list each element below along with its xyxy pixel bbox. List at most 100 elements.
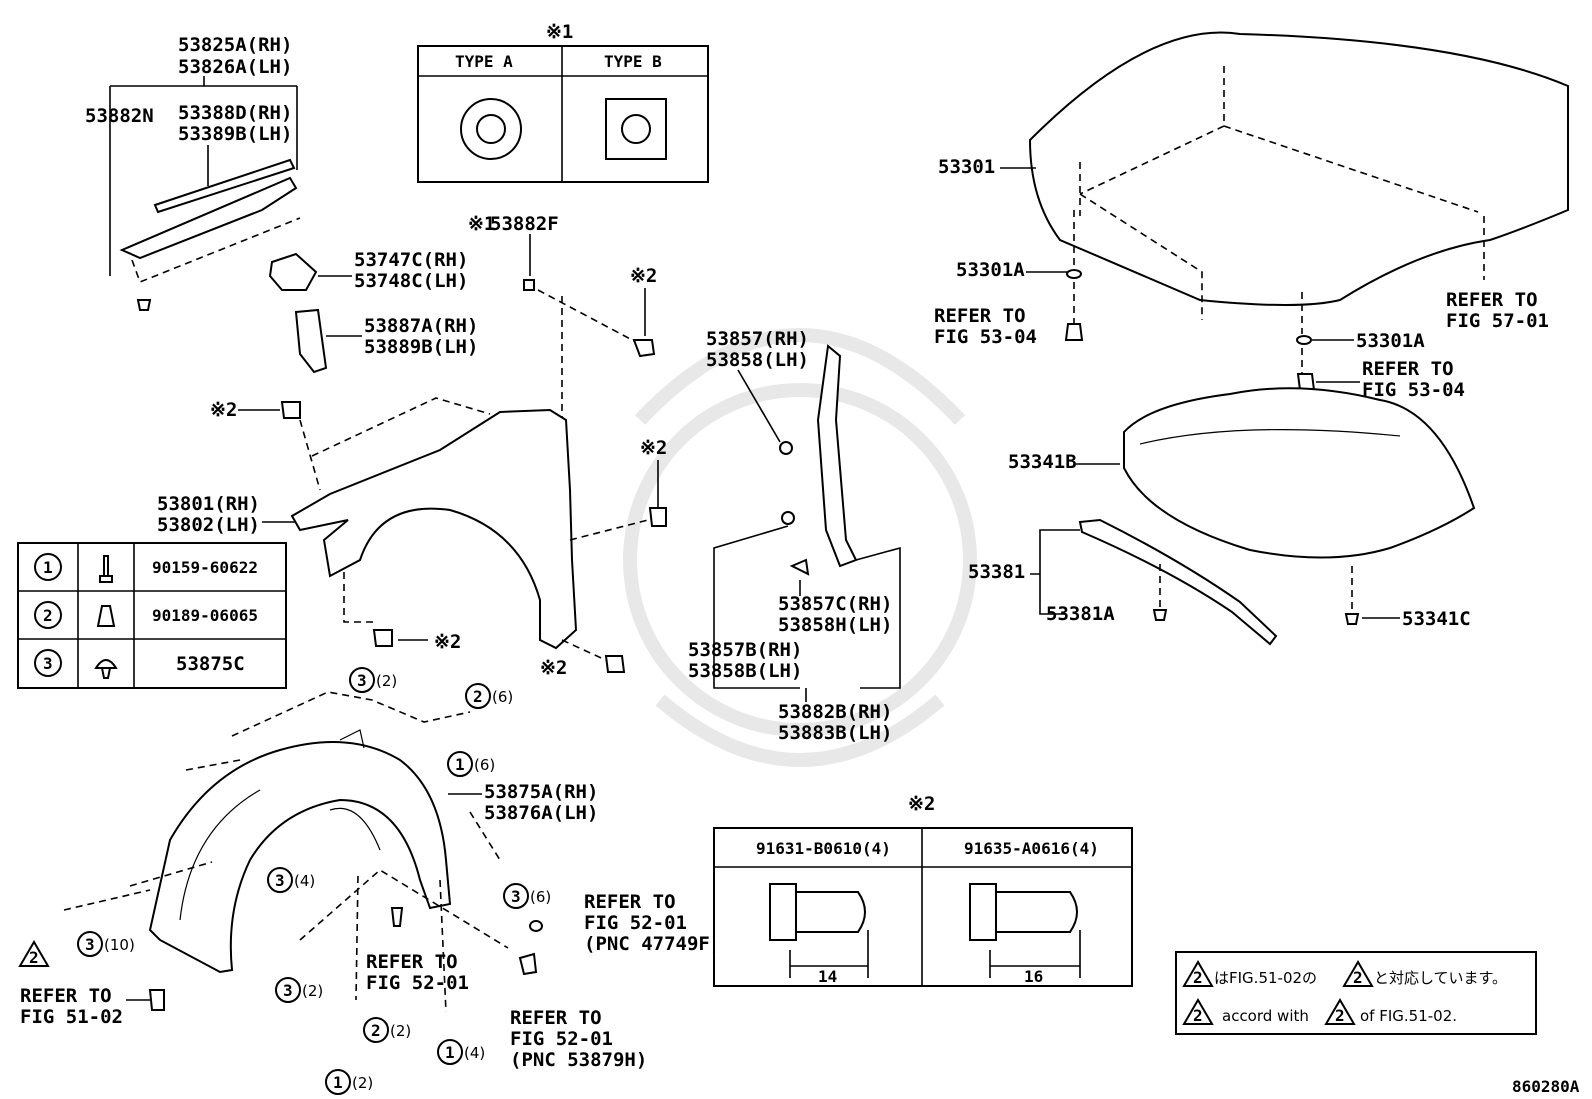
hood-cushion-1	[1066, 269, 1082, 279]
fastener-part-1: 90159-60622	[152, 558, 258, 577]
hood-group: 53301 53301A REFER TO FIG 53-04 53301A R…	[934, 31, 1569, 401]
label-53825A: 53825A(RH)	[178, 34, 292, 56]
svg-text:2: 2	[1353, 968, 1363, 987]
clip-53857C	[789, 558, 810, 576]
clip-icon	[94, 659, 118, 679]
note2-top: ※2	[630, 265, 657, 287]
ref-5304-a-1: REFER TO	[934, 305, 1026, 327]
ref-5201-a-1: REFER TO	[366, 951, 458, 973]
callout-1-2: (2)	[352, 1074, 373, 1092]
label-53389B: 53389B(LH)	[178, 123, 292, 145]
type-a-header: TYPE A	[455, 52, 513, 71]
bolt-91635-icon	[969, 883, 1078, 941]
fastener-num-3: 3	[43, 654, 53, 673]
label-53882F: 53882F	[490, 213, 559, 235]
fastener-part-2: 90189-06065	[152, 606, 258, 625]
note-53882F: ※1	[468, 213, 495, 235]
bracket-53747C	[268, 252, 318, 291]
label-53748C: 53748C(LH)	[354, 270, 468, 292]
svg-text:3: 3	[283, 981, 293, 1000]
insulator-53341B	[1123, 387, 1476, 559]
svg-text:3: 3	[357, 671, 367, 690]
callout-3-2-top: (2)	[376, 672, 397, 690]
label-53388D: 53388D(RH)	[178, 102, 292, 124]
liner-refs: REFER TO FIG 52-01 REFER TO FIG 52-01 (P…	[18, 891, 721, 1071]
bolt-col-2: 91635-A0616(4)	[964, 839, 1099, 858]
svg-text:1: 1	[445, 1043, 455, 1062]
screw-icon	[99, 555, 113, 583]
type-table-note: ※1	[546, 21, 573, 43]
ref-5304-b-1: REFER TO	[1362, 358, 1454, 380]
bolt-table-note: ※2	[908, 793, 935, 815]
clip-53879H	[518, 952, 538, 976]
clip-liner	[390, 907, 404, 927]
note-triangle-4	[1324, 998, 1356, 1025]
fastener-table-frame	[17, 542, 287, 689]
svg-text:1: 1	[333, 1073, 343, 1092]
seal-53857	[816, 344, 858, 568]
note2-rear: ※2	[540, 657, 567, 679]
grommet-upper	[779, 441, 793, 455]
label-53876A: 53876A(LH)	[484, 802, 598, 824]
bolt-fender-mid	[648, 507, 667, 527]
bolt-liner	[148, 989, 165, 1011]
svg-text:2: 2	[371, 1021, 381, 1040]
label-53802: 53802(LH)	[157, 514, 260, 536]
bolt-len-2: 16	[1024, 967, 1043, 986]
illustration-code: 860280A	[1512, 1077, 1580, 1096]
svg-text:2: 2	[1193, 968, 1203, 987]
fastener-part-3: 53875C	[176, 653, 245, 675]
note-jp-1: はFIG.51-02の	[1214, 969, 1317, 987]
note-jp-2: と対応しています。	[1374, 969, 1507, 987]
note-en-2: of FIG.51-02.	[1360, 1007, 1457, 1025]
cowl-seal-group: 53825A(RH) 53826A(LH) 53882N 53388D(RH) …	[85, 34, 301, 311]
ref-5201-a-2: FIG 52-01	[366, 972, 469, 994]
callout-3-4: (4)	[294, 872, 315, 890]
label-53857C: 53857C(RH)	[778, 593, 892, 615]
label-53747C: 53747C(RH)	[354, 249, 468, 271]
bolt-91631-icon	[769, 883, 866, 941]
label-53341C: 53341C	[1402, 608, 1471, 630]
bolt-fender-left	[280, 401, 301, 419]
callout-3-10: (10)	[104, 936, 135, 954]
svg-text:1: 1	[455, 755, 465, 774]
callouts: 3 (2) 2 (6) 1 (6) 3 (4) 3 (6) 3 (10) 3 (…	[77, 667, 551, 1095]
svg-text:3: 3	[275, 871, 285, 890]
hood-bumper-1	[1064, 323, 1084, 341]
note2-left: ※2	[210, 399, 237, 421]
seal-53887A	[294, 308, 328, 374]
label-53801: 53801(RH)	[157, 493, 260, 515]
fastener-num-1: 1	[43, 558, 53, 577]
callout-3-2-bot: (2)	[302, 982, 323, 1000]
label-53857B: 53857B(RH)	[688, 639, 802, 661]
ref-5304-a-2: FIG 53-04	[934, 326, 1037, 348]
label-53341B: 53341B	[1008, 451, 1077, 473]
note2-mid: ※2	[640, 437, 667, 459]
fender-bracket-group: 53747C(RH) 53748C(LH) 53887A(RH) 53889B(…	[268, 249, 478, 374]
label-53858: 53858(LH)	[706, 349, 809, 371]
ref-5102-2: FIG 51-02	[20, 1006, 123, 1028]
note2-lower: ※2	[434, 631, 461, 653]
fender-liner-53875A	[148, 741, 452, 974]
clip-53381A	[1152, 609, 1168, 621]
ref-5304-b-2: FIG 53-04	[1362, 379, 1465, 401]
label-53301: 53301	[938, 156, 995, 178]
label-53858H: 53858H(LH)	[778, 614, 892, 636]
triangle-num: 2	[29, 948, 39, 967]
label-53381A: 53381A	[1046, 603, 1115, 625]
label-53858B: 53858B(LH)	[688, 660, 802, 682]
label-53826A: 53826A(LH)	[178, 56, 292, 78]
hood-cushion-2	[1296, 335, 1312, 345]
notes-box: 2 はFIG.51-02の 2 と対応しています。 2 accord with …	[1175, 951, 1537, 1035]
bolt-fender-top	[632, 339, 656, 358]
ref-5201-c-1: REFER TO	[510, 1007, 602, 1029]
label-53882B: 53882B(RH)	[778, 701, 892, 723]
hood-insulator-group: 53341B 53381 53381A 53341C	[968, 387, 1476, 646]
note-triangle-1	[1182, 960, 1214, 987]
callout-3-6: (6)	[530, 888, 551, 906]
bolt-fender-lower	[372, 629, 393, 647]
ref-5201-b-2: FIG 52-01	[584, 912, 687, 934]
nut-47749F	[529, 920, 543, 932]
ref-5201-b-3: (PNC 47749F)	[584, 933, 721, 955]
